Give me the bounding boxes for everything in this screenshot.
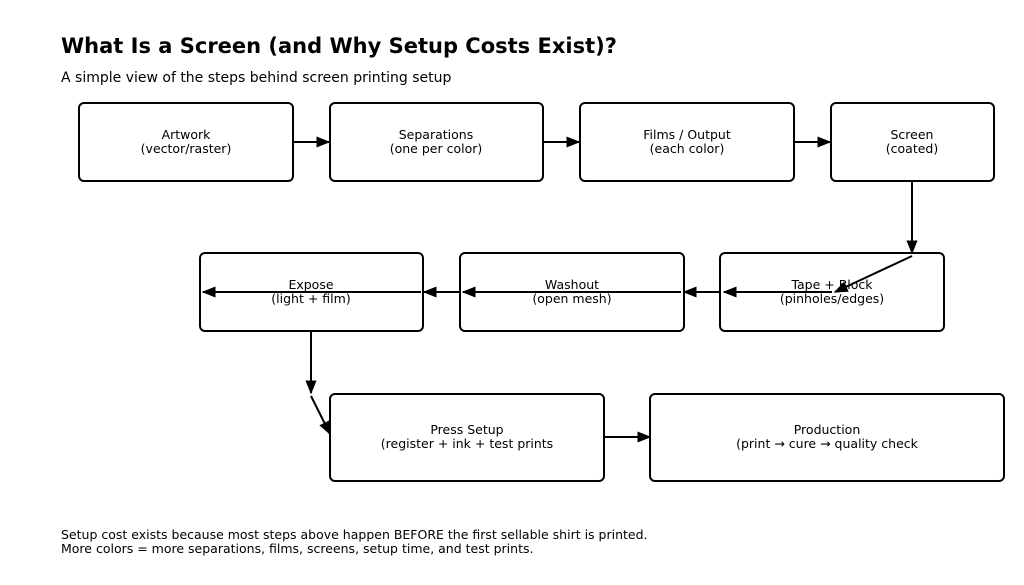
node-press-setup: Press Setup (register + ink + test print… — [329, 393, 605, 482]
node-separations-detail: (one per color) — [390, 141, 483, 156]
node-press-setup-title: Press Setup — [430, 422, 503, 437]
node-separations-title: Separations — [399, 127, 473, 142]
node-production-detail: (print → cure → quality check — [736, 436, 919, 451]
edge-expose-press — [310, 395, 331, 436]
edges — [293, 136, 918, 443]
node-tape-block-detail: (pinholes/edges) — [780, 291, 884, 306]
node-washout-detail: (open mesh) — [532, 291, 611, 306]
node-press-setup-detail: (register + ink + test prints — [381, 436, 553, 451]
node-expose-detail: (light + film) — [271, 291, 350, 306]
edge-screen-tape-diagonal — [833, 255, 913, 293]
node-production: Production (print → cure → quality check — [649, 393, 1005, 482]
page-title: What Is a Screen (and Why Setup Costs Ex… — [61, 34, 617, 58]
page-subtitle: A simple view of the steps behind screen… — [61, 70, 452, 86]
footnote: Setup cost exists because most steps abo… — [61, 528, 648, 556]
overlay-edges — [201, 255, 913, 298]
node-films-title: Films / Output — [643, 127, 731, 142]
node-screen-title: Screen — [891, 127, 934, 142]
node-artwork-title: Artwork — [162, 127, 212, 142]
node-films-detail: (each color) — [650, 141, 725, 156]
node-separations: Separations (one per color) — [329, 102, 544, 182]
node-expose-title: Expose — [288, 277, 333, 292]
node-screen-detail: (coated) — [886, 141, 938, 156]
footnote-line-2: More colors = more separations, films, s… — [61, 541, 534, 556]
node-production-title: Production — [794, 422, 861, 437]
footnote-line-1: Setup cost exists because most steps abo… — [61, 527, 648, 542]
node-films: Films / Output (each color) — [579, 102, 795, 182]
node-artwork: Artwork (vector/raster) — [78, 102, 294, 182]
node-washout-title: Washout — [545, 277, 599, 292]
node-tape-block-title: Tape + Block — [790, 277, 873, 292]
node-artwork-detail: (vector/raster) — [141, 141, 232, 156]
nodes: Artwork (vector/raster) Separations (one… — [78, 102, 1005, 482]
node-screen: Screen (coated) — [830, 102, 995, 182]
